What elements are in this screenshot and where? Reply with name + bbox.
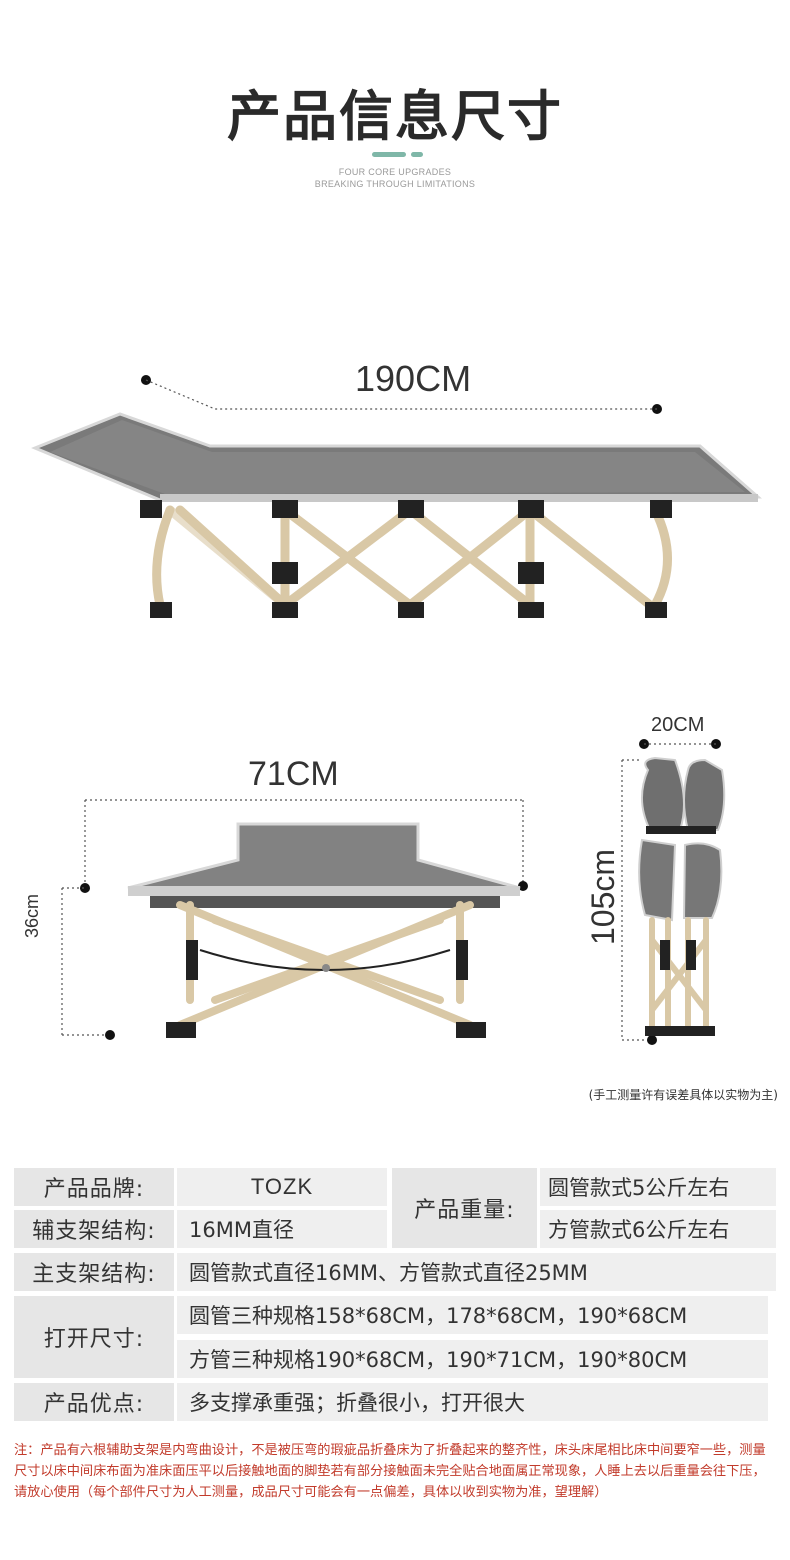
advantages-value: 多支撑承重强；折叠很小，打开很大 xyxy=(177,1383,768,1421)
main-frame-label: 主支架结构: xyxy=(14,1253,174,1291)
folded-width-dimension-label: 20CM xyxy=(651,714,705,736)
brand-value: TOZK xyxy=(177,1168,387,1206)
advantages-label: 产品优点: xyxy=(14,1383,174,1421)
open-size-round-value: 圆管三种规格158*68CM，178*68CM，190*68CM xyxy=(177,1296,768,1334)
open-size-square-value: 方管三种规格190*68CM，190*71CM，190*80CM xyxy=(177,1340,768,1378)
accent-bar-right xyxy=(411,152,423,157)
open-size-label: 打开尺寸: xyxy=(14,1296,174,1378)
weight-round-value: 圆管款式5公斤左右 xyxy=(540,1168,776,1206)
cot-front-view xyxy=(61,799,528,1040)
weight-label: 产品重量: xyxy=(392,1168,537,1248)
cot-side-view xyxy=(31,375,762,618)
aux-frame-value: 16MM直径 xyxy=(177,1210,387,1248)
cot-folded-view xyxy=(621,739,726,1045)
subtitle-line1: FOUR CORE UPGRADES xyxy=(338,167,452,177)
page-title: 产品信息尺寸 xyxy=(227,85,563,148)
brand-label: 产品品牌: xyxy=(14,1168,174,1206)
aux-frame-label: 辅支架结构: xyxy=(14,1210,174,1248)
main-frame-value: 圆管款式直径16MM、方管款式直径25MM xyxy=(177,1253,776,1291)
length-dimension-label: 190CM xyxy=(355,358,472,399)
width-dimension-label: 71CM xyxy=(248,755,339,793)
accent-bar-left xyxy=(372,152,406,157)
footnote: 注：产品有六根辅助支架是内弯曲设计，不是被压弯的瑕疵品折叠床为了折叠起来的整齐性… xyxy=(14,1443,766,1500)
weight-square-value: 方管款式6公斤左右 xyxy=(540,1210,776,1248)
subtitle-line2: BREAKING THROUGH LIMITATIONS xyxy=(314,179,476,189)
measurement-note: (手工测量许有误差具体以实物为主) xyxy=(588,1088,778,1102)
